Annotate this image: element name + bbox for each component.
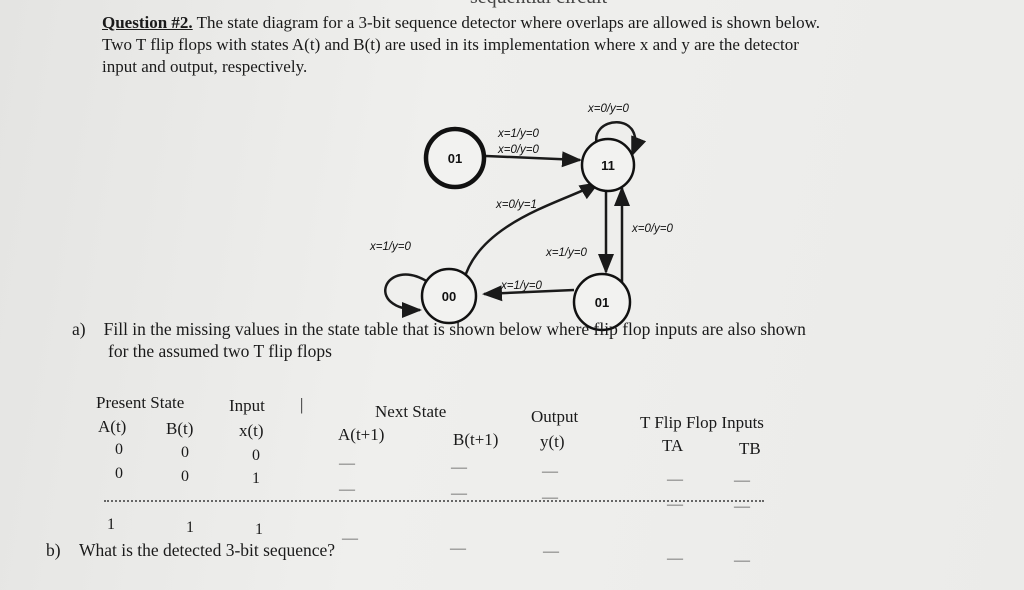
col-tb: TB xyxy=(739,439,761,458)
state-01-top: 01 xyxy=(423,126,487,190)
header-separator: | xyxy=(300,395,304,414)
part-b-label: b) xyxy=(46,540,61,560)
self-loop-00 xyxy=(384,273,429,318)
label-bottom: x=1/y=0 xyxy=(500,280,543,292)
part-a-label: a) xyxy=(72,319,86,339)
header-input: Input xyxy=(229,396,265,415)
row1-bt1-blank: — xyxy=(451,459,467,476)
header-present-state: Present State xyxy=(96,393,185,412)
part-a-text-1: Fill in the missing values in the state … xyxy=(103,319,806,339)
row1-xt: 0 xyxy=(252,447,260,464)
label-curve: x=0/y=1 xyxy=(495,199,537,211)
row8-yt-blank: — xyxy=(543,543,559,560)
row2-ta-blank: — xyxy=(667,496,683,513)
row2-at: 0 xyxy=(115,465,123,482)
row8-tb-blank: — xyxy=(734,552,750,569)
row2-bt1-blank: — xyxy=(451,485,467,502)
row8-at: 1 xyxy=(107,516,115,533)
row1-at: 0 xyxy=(115,441,123,458)
col-at: A(t) xyxy=(98,417,127,436)
state-01-bottom: 01 xyxy=(572,272,632,332)
row2-at1-blank: — xyxy=(339,481,355,498)
label-down: x=1/y=0 xyxy=(545,247,588,259)
edge-00-to-11 xyxy=(462,181,600,281)
edge-01-to-11 xyxy=(485,151,582,168)
label-top-a: x=1/y=0 xyxy=(497,128,540,140)
row8-at1-blank: — xyxy=(342,530,358,547)
row8-xt: 1 xyxy=(255,521,263,538)
state-11-label: 11 xyxy=(601,158,615,173)
state-00: 00 xyxy=(420,267,478,325)
col-at1: A(t+1) xyxy=(338,425,385,444)
header-output: Output xyxy=(531,407,579,426)
part-a-line-2: for the assumed two T flip flops xyxy=(108,341,332,361)
part-b-text: What is the detected 3-bit sequence? xyxy=(78,540,336,560)
col-ta: TA xyxy=(662,436,684,455)
state-01-bottom-label: 01 xyxy=(595,295,609,310)
question-label: Question #2. xyxy=(102,13,193,32)
state-00-label: 00 xyxy=(442,289,456,304)
question-line-3: input and output, respectively. xyxy=(102,57,308,76)
question-text-1: The state diagram for a 3-bit sequence d… xyxy=(192,13,821,32)
cropped-header-text: sequential circuit xyxy=(470,0,607,9)
row1-bt: 0 xyxy=(181,444,189,461)
row1-yt-blank: — xyxy=(542,463,558,480)
row8-bt: 1 xyxy=(186,519,194,536)
col-bt1: B(t+1) xyxy=(453,430,499,449)
row8-bt1-blank: — xyxy=(450,540,466,557)
header-tff-inputs: T Flip Flop Inputs xyxy=(640,413,764,432)
part-a: a) Fill in the missing values in the stat… xyxy=(72,318,806,362)
row2-xt: 1 xyxy=(252,470,260,487)
part-b: b) What is the detected 3-bit sequence? xyxy=(46,540,335,561)
part-a-line-1: a) Fill in the missing values in the stat… xyxy=(72,318,806,340)
label-left-self: x=1/y=0 xyxy=(369,241,412,253)
row8-ta-blank: — xyxy=(667,550,683,567)
row1-at1-blank: — xyxy=(339,455,355,472)
label-top-b: x=0/y=0 xyxy=(497,144,540,156)
col-bt: B(t) xyxy=(166,419,194,438)
state-11: 11 xyxy=(580,137,636,193)
omitted-rows-divider xyxy=(104,500,764,502)
question-line-1: Question #2. The state diagram for a 3-b… xyxy=(102,12,1002,34)
self-loop-11 xyxy=(595,121,647,157)
col-yt: y(t) xyxy=(540,432,565,451)
row1-ta-blank: — xyxy=(667,471,683,488)
row2-yt-blank: — xyxy=(542,489,558,506)
label-right: x=0/y=0 xyxy=(631,223,674,235)
label-self-11: x=0/y=0 xyxy=(587,103,630,115)
question-block: Question #2. The state diagram for a 3-b… xyxy=(102,12,1002,78)
header-next-state: Next State xyxy=(375,402,447,421)
row1-tb-blank: — xyxy=(734,472,750,489)
row2-tb-blank: — xyxy=(734,498,750,515)
row2-bt: 0 xyxy=(181,468,189,485)
state-01-top-label: 01 xyxy=(448,151,462,166)
edge-01-to-00 xyxy=(482,285,575,302)
question-line-2: Two T flip flops with states A(t) and B(… xyxy=(102,35,799,54)
col-xt: x(t) xyxy=(239,421,264,440)
